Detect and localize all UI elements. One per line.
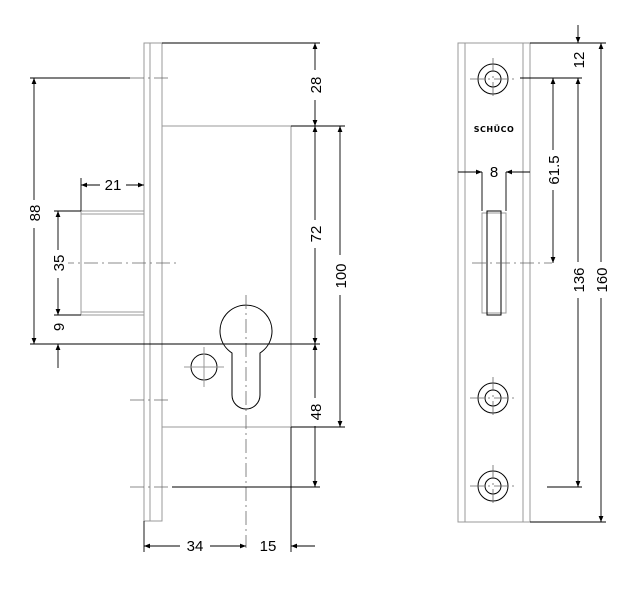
dim-9: 9	[51, 323, 68, 331]
dim-88: 88	[27, 205, 44, 222]
lock-body	[161, 125, 292, 428]
brand-logo: SCHÜCO	[474, 124, 515, 134]
screw-hole-top	[470, 58, 516, 100]
front-view: SCHÜCO 8 12 61.5 136 160	[457, 25, 611, 523]
screw-hole-middle	[470, 377, 516, 419]
side-view: 28 72 100 48 88 35 9 21 34 15	[24, 42, 350, 555]
dim-136: 136	[571, 267, 588, 292]
dim-12: 12	[571, 52, 588, 69]
dim-34: 34	[187, 538, 204, 555]
cylinder-cutout	[219, 304, 273, 410]
dim-35: 35	[51, 255, 68, 272]
dim-48: 48	[308, 404, 325, 421]
dim-160: 160	[594, 267, 611, 292]
faceplate	[143, 42, 163, 522]
faceplate-front	[457, 42, 531, 523]
dim-72: 72	[308, 226, 325, 243]
screw-hole-bottom	[470, 465, 516, 507]
dim-100: 100	[333, 263, 350, 288]
dim-8: 8	[490, 164, 498, 181]
dim-28: 28	[308, 77, 325, 94]
dim-21: 21	[105, 177, 122, 194]
dim-15: 15	[260, 538, 277, 555]
dim-61-5: 61.5	[546, 155, 563, 184]
